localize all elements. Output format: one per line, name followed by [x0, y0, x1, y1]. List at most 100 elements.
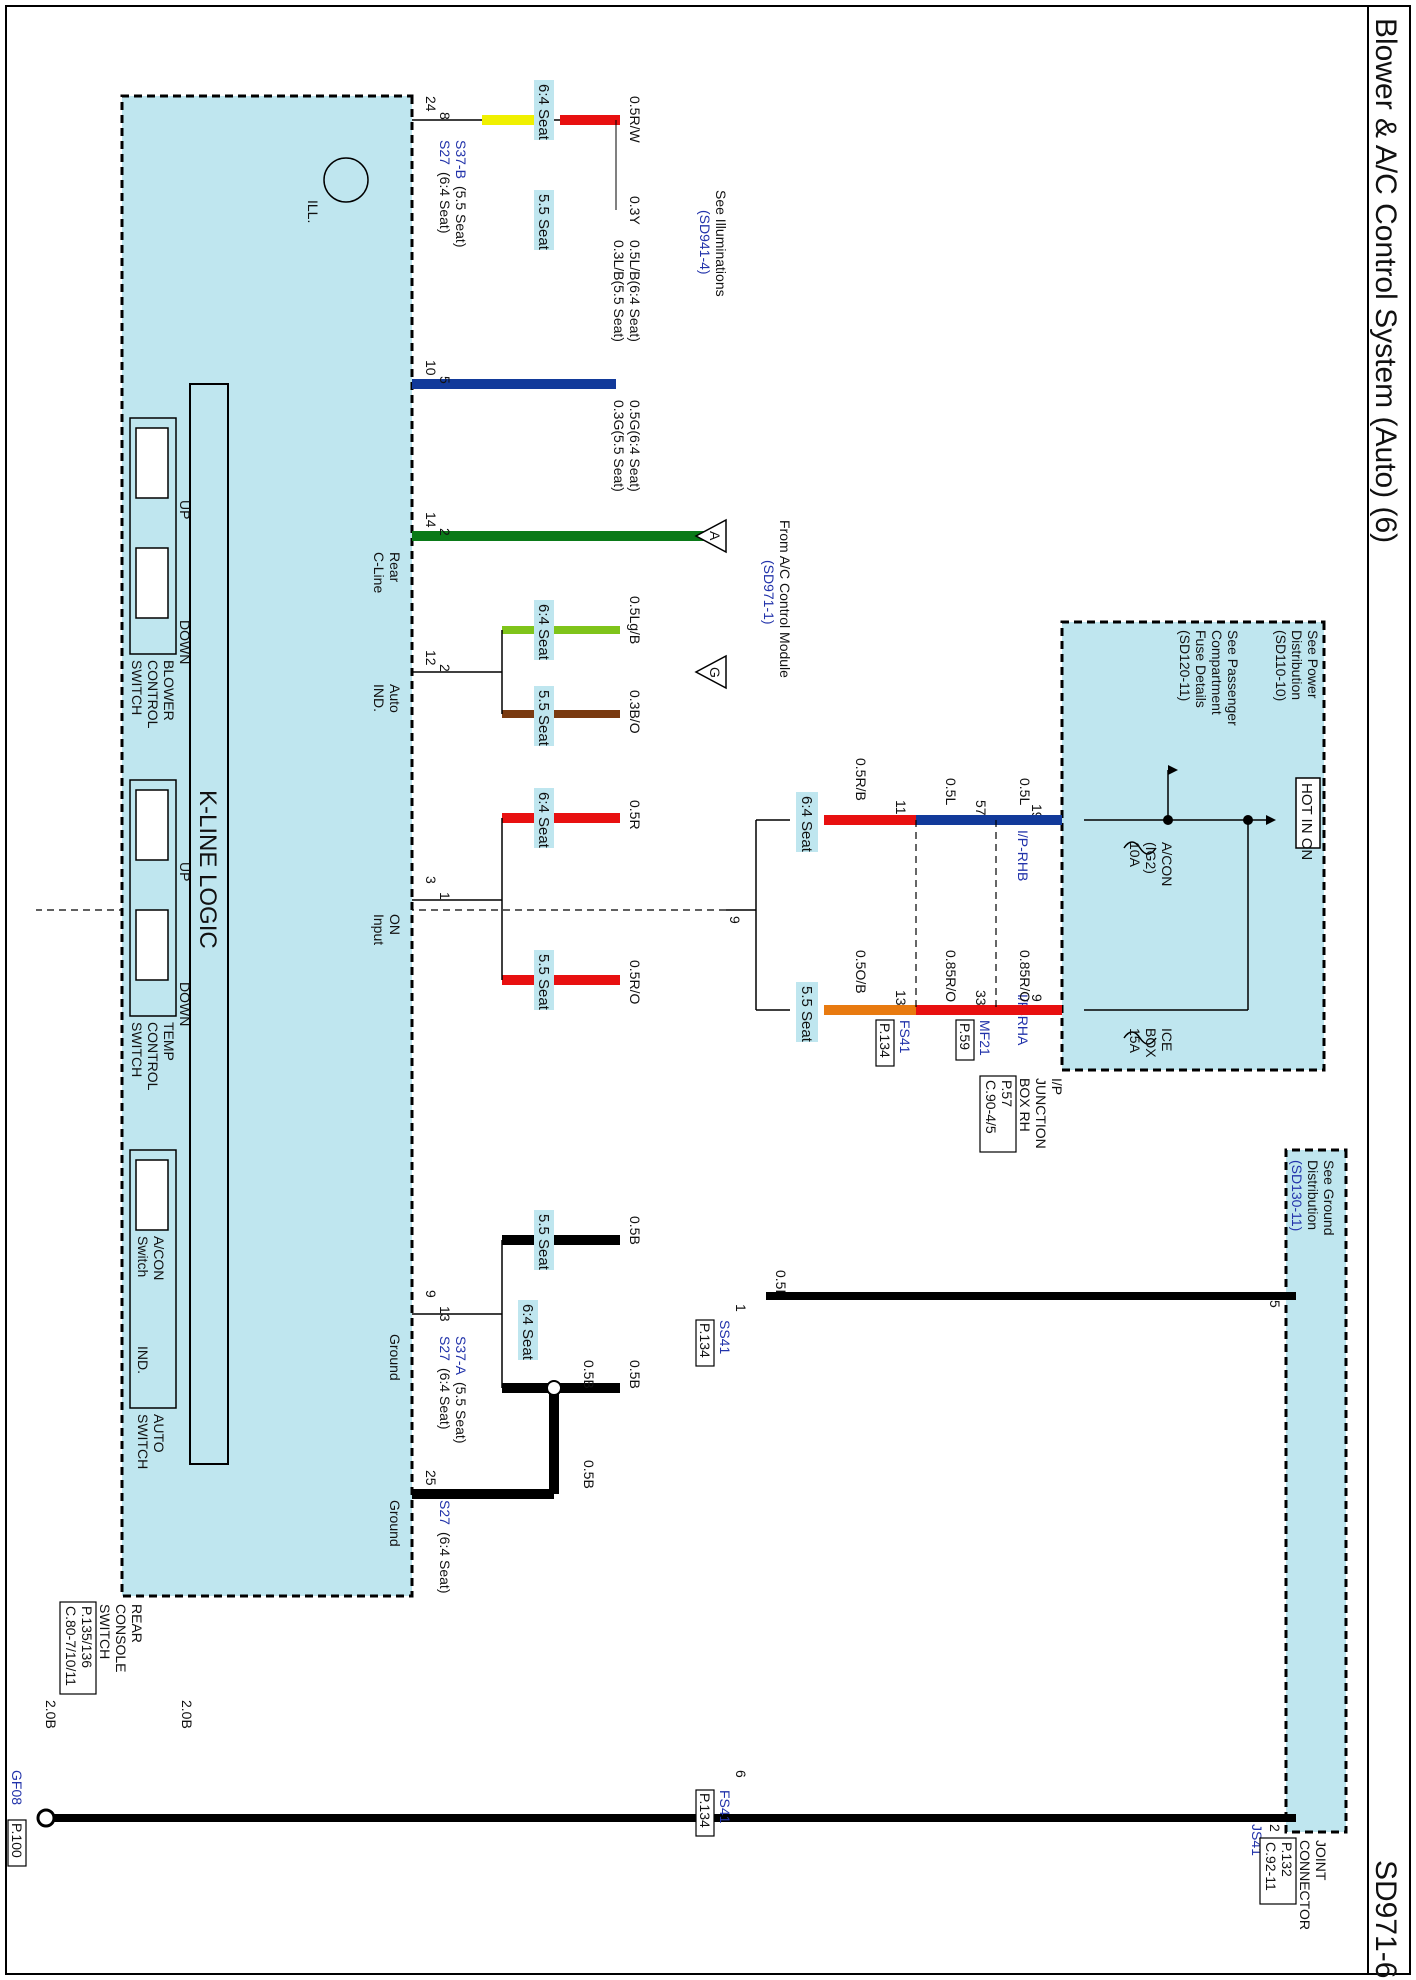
- conn-a: [694, 518, 727, 554]
- ip-junction-box: [1060, 620, 1326, 1072]
- pin-25: 25: [423, 1470, 439, 1486]
- rear-console-conn: C.80-7/10/11: [63, 1606, 79, 1686]
- sig-ill: ILL.: [305, 200, 321, 223]
- wl-b1: 0.5B: [627, 1216, 643, 1245]
- illum-ref-link: (SD941-4): [697, 210, 713, 275]
- seat-55-y: 5.5 Seat: [535, 194, 552, 251]
- rhb-name: I/P-RHB: [1015, 830, 1031, 881]
- pin-2b: 2: [437, 664, 453, 672]
- ip-jb-page: P.57: [999, 1080, 1015, 1107]
- gf08-page: P.100: [9, 1823, 25, 1858]
- wl-lb1: 0.5L/B(6:4 Seat): [627, 240, 643, 342]
- sig-on-2: Input: [371, 914, 387, 945]
- gf08-name: GF08: [9, 1770, 25, 1805]
- wl-rw: 0.5R/W: [627, 96, 643, 143]
- ip-jb-label-2: JUNCTION: [1033, 1078, 1049, 1149]
- wl-bo: 0.3B/O: [627, 690, 643, 734]
- blower-up: UP: [177, 500, 193, 519]
- fs41-pin2: 13: [893, 990, 909, 1006]
- temp-down-switch: [135, 909, 169, 981]
- seat-55-ro: 5.5 Seat: [535, 954, 552, 1011]
- from-module: From A/C Control Module: [777, 520, 793, 678]
- acon-2: Switch: [135, 1236, 151, 1277]
- s37a-sfx: (5.5 Seat): [453, 1382, 469, 1443]
- seat-64-r: 6:4 Seat: [535, 792, 552, 849]
- ip-jb-conn: C.90-4/5: [983, 1080, 999, 1134]
- s27-gnd-sfx: (6:4 Seat): [437, 1532, 453, 1593]
- seat-55-bo: 5.5 Seat: [535, 690, 552, 747]
- mf21-pin2: 33: [973, 990, 989, 1006]
- blower-l3: SWITCH: [129, 660, 145, 715]
- fs41-bot-pin: 6: [733, 1770, 749, 1778]
- passenger-ref-link: (SD120-11): [1177, 630, 1193, 701]
- js41-pin2: 2: [1267, 1824, 1283, 1832]
- hot-in-on-box: [1295, 777, 1321, 849]
- fuse2-amp: 15A: [1127, 1028, 1143, 1054]
- wire-w1: 0.5L: [1017, 778, 1033, 805]
- ground-ref-link: (SD130-11): [1289, 1160, 1305, 1231]
- wire-w3: 0.5L: [943, 778, 959, 805]
- sig-auto-2: IND.: [371, 684, 387, 712]
- pin-14: 14: [423, 512, 439, 528]
- rear-console-2: CONSOLE: [113, 1604, 129, 1672]
- wl-lb2: 0.3L/B(5.5 Seat): [611, 240, 627, 342]
- blower-down-switch: [135, 547, 169, 619]
- fs41-bot-page: P.134: [697, 1793, 713, 1828]
- joint-l2: CONNECTOR: [1297, 1840, 1313, 1930]
- seat-64-rw: 6:4 Seat: [535, 84, 552, 141]
- joint-page: P.132: [1279, 1842, 1295, 1877]
- power-ref-link: (SD110-10): [1273, 630, 1289, 701]
- wl-b5: 0.5B: [773, 1270, 789, 1299]
- wl-lgb: 0.5Lg/B: [627, 596, 643, 644]
- pin-24: 24: [423, 96, 439, 112]
- rear-console-page: P.135/136: [79, 1606, 95, 1668]
- power-ref-1: See Power: [1305, 630, 1321, 699]
- s27-top-sfx: (6:4 Seat): [437, 172, 453, 233]
- joint-l1: JOINT: [1313, 1840, 1329, 1881]
- wl-b2: 0.5B: [627, 1360, 643, 1389]
- wl-g2: 0.3G(5.5 Seat): [611, 400, 627, 492]
- acon-1: A/CON: [151, 1236, 167, 1280]
- seat-64-top: 6:4 Seat: [798, 796, 815, 853]
- wire-w5: 0.5R/B: [853, 758, 869, 801]
- ind-label: IND.: [135, 1346, 151, 1374]
- ground-ref-2: Distribution: [1305, 1160, 1321, 1230]
- pin-5: 5: [437, 376, 453, 384]
- conn-g-label: G: [707, 667, 723, 678]
- page-code: SD971-6: [1369, 1860, 1402, 1978]
- ground-gf08-symbol: [36, 1808, 56, 1828]
- s37b-sfx: (5.5 Seat): [453, 186, 469, 247]
- wl-b4: 0.5B: [581, 1460, 597, 1489]
- fuse1-name: A/CON: [1159, 842, 1175, 886]
- wl-y: 0.3Y: [627, 196, 643, 225]
- fuse2-sub: BOX: [1143, 1028, 1159, 1058]
- ground-splice: [546, 1380, 562, 1396]
- temp-up-switch: [135, 789, 169, 861]
- mf21-pin1: 57: [973, 800, 989, 816]
- fs41-bot-name: FS41: [717, 1790, 733, 1824]
- auto-l1: AUTO: [151, 1414, 167, 1453]
- sig-rear-1: Rear: [387, 552, 403, 583]
- ss41-pin: 1: [733, 1304, 749, 1312]
- wire-w6: 0.5O/B: [853, 950, 869, 994]
- s27-bot: S27: [437, 1336, 453, 1361]
- seat-55-badge-top: [796, 982, 818, 1042]
- fuse1-sub: (IG2): [1143, 842, 1159, 874]
- conn-a-label: A: [707, 531, 723, 541]
- wl-g1: 0.5G(6:4 Seat): [627, 400, 643, 492]
- seat-64-b: 6:4 Seat: [519, 1304, 536, 1361]
- passenger-ref-3: Fuse Details: [1193, 630, 1209, 708]
- ill-lamp: [323, 157, 369, 203]
- fuse1-symbol: [1123, 841, 1157, 855]
- pin-13: 13: [437, 1306, 453, 1322]
- power-ref-2: Distribution: [1289, 630, 1305, 700]
- sig-gnd-1: Ground: [387, 1334, 403, 1381]
- seat-55-b: 5.5 Seat: [535, 1214, 552, 1271]
- page-title: Blower & A/C Control System (Auto) (6): [1369, 18, 1402, 543]
- temp-down: DOWN: [177, 982, 193, 1026]
- wl-b20b: 2.0B: [43, 1700, 59, 1729]
- acon-switch: [135, 1159, 169, 1231]
- kline-logic-block: [189, 383, 229, 1465]
